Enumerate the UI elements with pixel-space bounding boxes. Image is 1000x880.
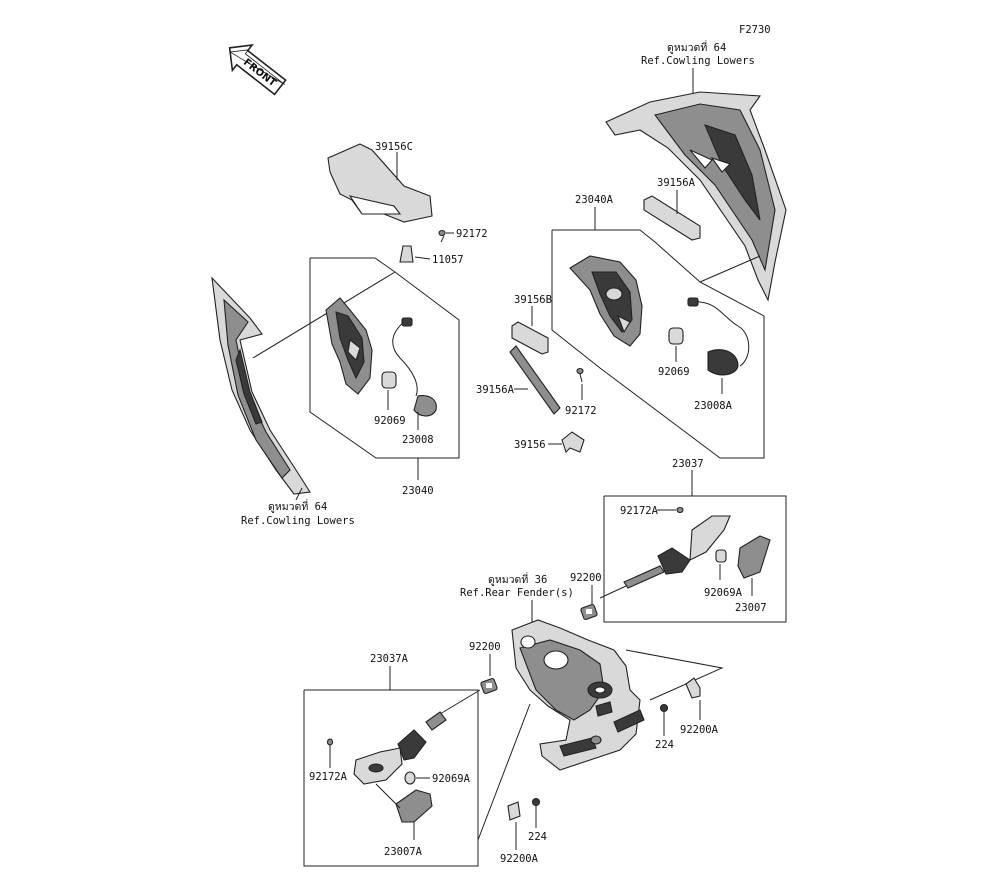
lens-23007a <box>395 789 433 823</box>
nut-224-bottom <box>531 797 541 807</box>
label-92069-right: 92069 <box>658 366 690 378</box>
ref-fender-th: ดูหมวดที่ 36 <box>488 572 547 586</box>
label-23007a: 23007A <box>384 846 423 858</box>
label-23008a: 23008A <box>694 400 733 412</box>
label-39156b: 39156B <box>514 294 552 306</box>
label-92200a-right: 92200A <box>680 724 719 736</box>
lens-23007 <box>737 535 771 579</box>
label-92172-top: 92172 <box>456 228 488 240</box>
nut-224-right <box>659 703 669 713</box>
label-23037: 23037 <box>672 458 704 470</box>
label-23037a: 23037A <box>370 653 409 665</box>
reflector-39156c <box>327 143 433 223</box>
label-23040: 23040 <box>402 485 434 497</box>
label-92172a-left: 92172A <box>309 771 348 783</box>
bulb-92069-left <box>381 371 397 389</box>
rear-fender <box>511 619 645 771</box>
bulb-92069a-left <box>404 771 416 785</box>
label-92069a-right: 92069A <box>704 587 743 599</box>
label-39156c: 39156C <box>375 141 413 153</box>
reflector-39156 <box>561 431 585 454</box>
label-92069-left: 92069 <box>374 415 406 427</box>
label-23007: 23007 <box>735 602 767 614</box>
ref-cowling-top-th: ดูหมวดที่ 64 <box>667 40 726 54</box>
label-23040a: 23040A <box>575 194 614 206</box>
label-39156a-mid: 39156A <box>476 384 515 396</box>
screw-92172-top <box>438 229 446 243</box>
screw-92172a-right <box>676 506 684 514</box>
ref-fender-en: Ref.Rear Fender(s) <box>460 587 574 599</box>
ref-cowling-left-th: ดูหมวดที่ 64 <box>268 499 327 513</box>
label-92200a-bottom: 92200A <box>500 853 539 865</box>
label-224-bottom: 224 <box>528 831 547 843</box>
socket-23008a <box>687 297 750 376</box>
turn-signal-rear-right <box>599 515 731 599</box>
screw-92172-mid <box>576 367 584 383</box>
bracket-11057 <box>399 245 414 263</box>
turn-signal-front-left <box>325 297 373 395</box>
label-224-right: 224 <box>655 739 674 751</box>
ref-cowling-top-en: Ref.Cowling Lowers <box>641 55 755 67</box>
label-39156: 39156 <box>514 439 546 451</box>
right-cowling-lower <box>605 91 787 302</box>
label-92200-left: 92200 <box>469 641 501 653</box>
label-23008: 23008 <box>402 434 434 446</box>
label-11057: 11057 <box>432 254 464 266</box>
screw-92172a-left <box>326 738 334 752</box>
left-cowling-lower <box>211 276 311 495</box>
clip-92200a-right <box>685 677 701 699</box>
reflector-strip-39156a-top <box>643 195 701 241</box>
bulb-92069a-right <box>715 549 727 563</box>
turn-signal-rear-left <box>353 689 481 785</box>
clip-92200a-bottom <box>507 801 521 821</box>
front-arrow-icon: FRONT <box>228 44 287 96</box>
bulb-92069-right <box>668 327 684 345</box>
label-39156a-top: 39156A <box>657 177 696 189</box>
ref-cowling-left-en: Ref.Cowling Lowers <box>241 515 355 527</box>
grommet-92200-right <box>580 603 598 621</box>
label-92069a-left: 92069A <box>432 773 471 785</box>
reflector-strip-39156a-mid <box>509 345 561 415</box>
turn-signal-front-right <box>569 255 643 347</box>
reflector-block-39156b <box>511 321 549 355</box>
socket-23008 <box>392 317 437 417</box>
label-92200-right: 92200 <box>570 572 602 584</box>
label-92172-mid: 92172 <box>565 405 597 417</box>
figure-code: F2730 <box>739 24 771 36</box>
grommet-92200-left <box>480 677 498 695</box>
label-92172a-right: 92172A <box>620 505 659 517</box>
